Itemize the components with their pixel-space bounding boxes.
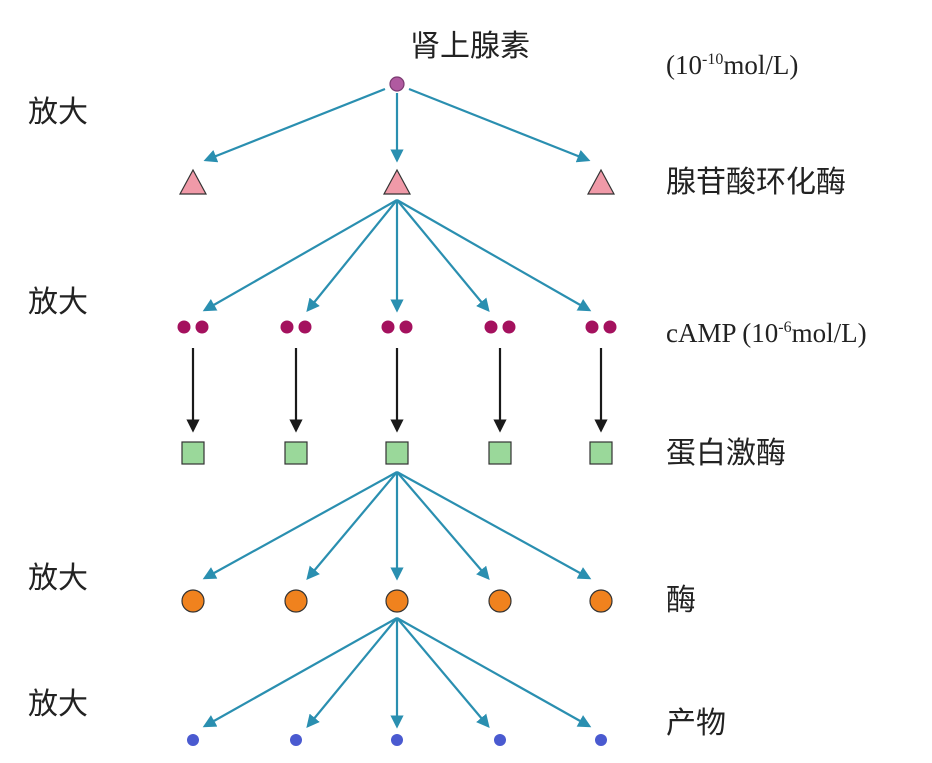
camp-label: cAMP (10-6mol/L) <box>666 318 867 348</box>
amplify-label-4: 放大 <box>28 687 88 722</box>
camp-node-5 <box>585 320 617 334</box>
amplify-label-3: 放大 <box>28 561 88 596</box>
amplify-label-1: 放大 <box>28 95 88 130</box>
adenylate-cyclase-node-2 <box>382 168 412 195</box>
amplify-label-2: 放大 <box>28 285 88 320</box>
product-node-1 <box>187 734 199 746</box>
adenylate-cyclase-node-3 <box>586 168 616 195</box>
arrow-cyclase-to-camp-2 <box>306 199 398 313</box>
protein-kinase-node-1 <box>181 441 205 465</box>
protein-kinase-node-3 <box>385 441 409 465</box>
enzyme-node-1 <box>181 589 205 613</box>
camp-node-4 <box>484 320 516 334</box>
camp-dot <box>381 320 395 334</box>
arrows-layer <box>186 87 608 729</box>
adenylate-cyclase-node-1 <box>178 168 208 195</box>
product-label: 产物 <box>666 706 726 741</box>
product-node-5 <box>595 734 607 746</box>
arrow-kinase-to-enzyme-4 <box>396 471 490 581</box>
camp-dot <box>502 320 516 334</box>
camp-node-1 <box>177 320 209 334</box>
arrow-enzyme-to-product-2 <box>306 617 398 729</box>
camp-dot <box>298 320 312 334</box>
arrow-cyclase-to-camp-5 <box>396 199 592 312</box>
nodes-layer <box>177 76 617 746</box>
epinephrine-node <box>389 76 405 92</box>
protein-kinase-label: 蛋白激酶 <box>666 436 786 471</box>
arrow-enzyme-to-product-5 <box>396 617 592 728</box>
camp-dot <box>195 320 209 334</box>
camp-dot <box>280 320 294 334</box>
arrow-enzyme-to-product-4 <box>396 617 490 729</box>
arrow-kinase-to-enzyme-2 <box>306 471 398 581</box>
product-node-2 <box>290 734 302 746</box>
enzyme-node-4 <box>488 589 512 613</box>
camp-node-2 <box>280 320 312 334</box>
enzyme-node-3 <box>385 589 409 613</box>
arrow-epi-to-cyclase-left <box>203 87 386 163</box>
arrow-epi-to-cyclase-right <box>408 87 591 163</box>
arrow-kinase-to-enzyme-5 <box>396 471 592 580</box>
camp-dot <box>484 320 498 334</box>
enzyme-node-2 <box>284 589 308 613</box>
adenylate-cyclase-label: 腺苷酸环化酶 <box>666 165 846 200</box>
arrow-cyclase-to-camp-1 <box>202 199 398 312</box>
protein-kinase-node-5 <box>589 441 613 465</box>
concentration-label-epinephrine: (10-10mol/L) <box>666 50 799 80</box>
product-node-4 <box>494 734 506 746</box>
arrow-enzyme-to-product-1 <box>202 617 398 728</box>
arrow-cyclase-to-camp-4 <box>396 199 490 313</box>
camp-dot <box>585 320 599 334</box>
enzyme-node-5 <box>589 589 613 613</box>
enzyme-label: 酶 <box>666 583 696 618</box>
epinephrine-label: 肾上腺素 <box>410 29 530 64</box>
camp-dot <box>603 320 617 334</box>
protein-kinase-node-2 <box>284 441 308 465</box>
product-node-3 <box>391 734 403 746</box>
camp-node-3 <box>381 320 413 334</box>
protein-kinase-node-4 <box>488 441 512 465</box>
camp-dot <box>399 320 413 334</box>
arrow-kinase-to-enzyme-1 <box>202 471 398 580</box>
camp-dot <box>177 320 191 334</box>
